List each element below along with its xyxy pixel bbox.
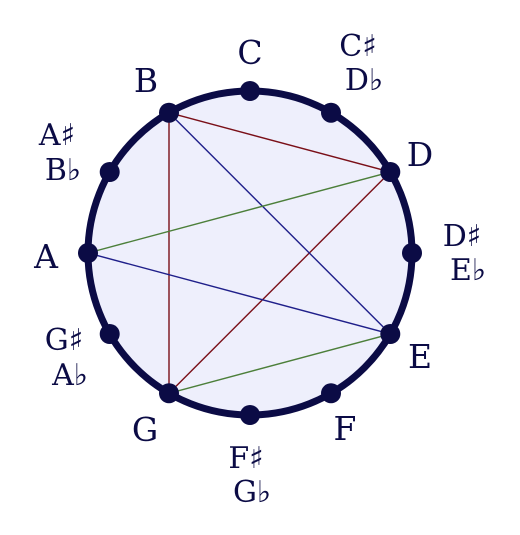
interval-line-e-g	[168, 333, 391, 394]
interval-line-b-d	[168, 112, 391, 173]
note-dot-cs	[321, 102, 341, 123]
note-dot-g	[159, 383, 179, 404]
note-label-e: E	[408, 337, 432, 376]
note-label-as: A♯	[38, 118, 75, 153]
note-dot-gs	[99, 324, 120, 344]
note-label-gs-enharmonic: A♭	[51, 358, 88, 393]
note-label-fs-enharmonic: G♭	[233, 475, 271, 510]
note-dot-e	[380, 324, 401, 344]
note-dot-ds	[402, 243, 422, 263]
note-label-f: F	[334, 409, 357, 448]
note-label-a: A	[33, 237, 59, 276]
interval-line-e-a	[87, 252, 391, 335]
note-label-g: G	[132, 410, 158, 449]
interval-line-b-e	[168, 112, 391, 335]
note-label-ds-enharmonic: E♭	[450, 253, 486, 288]
note-label-ds: D♯	[443, 219, 482, 254]
note-dot-fs	[240, 405, 260, 425]
note-label-fs: F♯	[228, 441, 263, 476]
note-label-d: D	[407, 135, 433, 174]
note-label-cs-enharmonic: D♭	[345, 63, 383, 98]
note-label-gs: G♯	[45, 323, 83, 358]
interval-lines	[87, 112, 391, 394]
note-dots	[78, 81, 422, 425]
interval-line-a-d	[87, 171, 391, 254]
note-dot-f	[321, 383, 341, 404]
note-label-as-enharmonic: B♭	[45, 153, 81, 188]
note-labels: C C♯D♭ D D♯E♭ E F F♯G♭ G G♯A♭ A A♯B♭ B	[33, 29, 486, 510]
note-dot-as	[99, 162, 120, 182]
note-label-cs: C♯	[339, 29, 376, 64]
note-dot-c	[240, 81, 260, 101]
note-dot-b	[159, 102, 179, 123]
note-dot-d	[380, 162, 401, 182]
note-dot-a	[78, 243, 98, 263]
note-label-b: B	[134, 61, 158, 100]
interval-line-d-g	[168, 171, 391, 394]
note-label-c: C	[237, 33, 262, 72]
